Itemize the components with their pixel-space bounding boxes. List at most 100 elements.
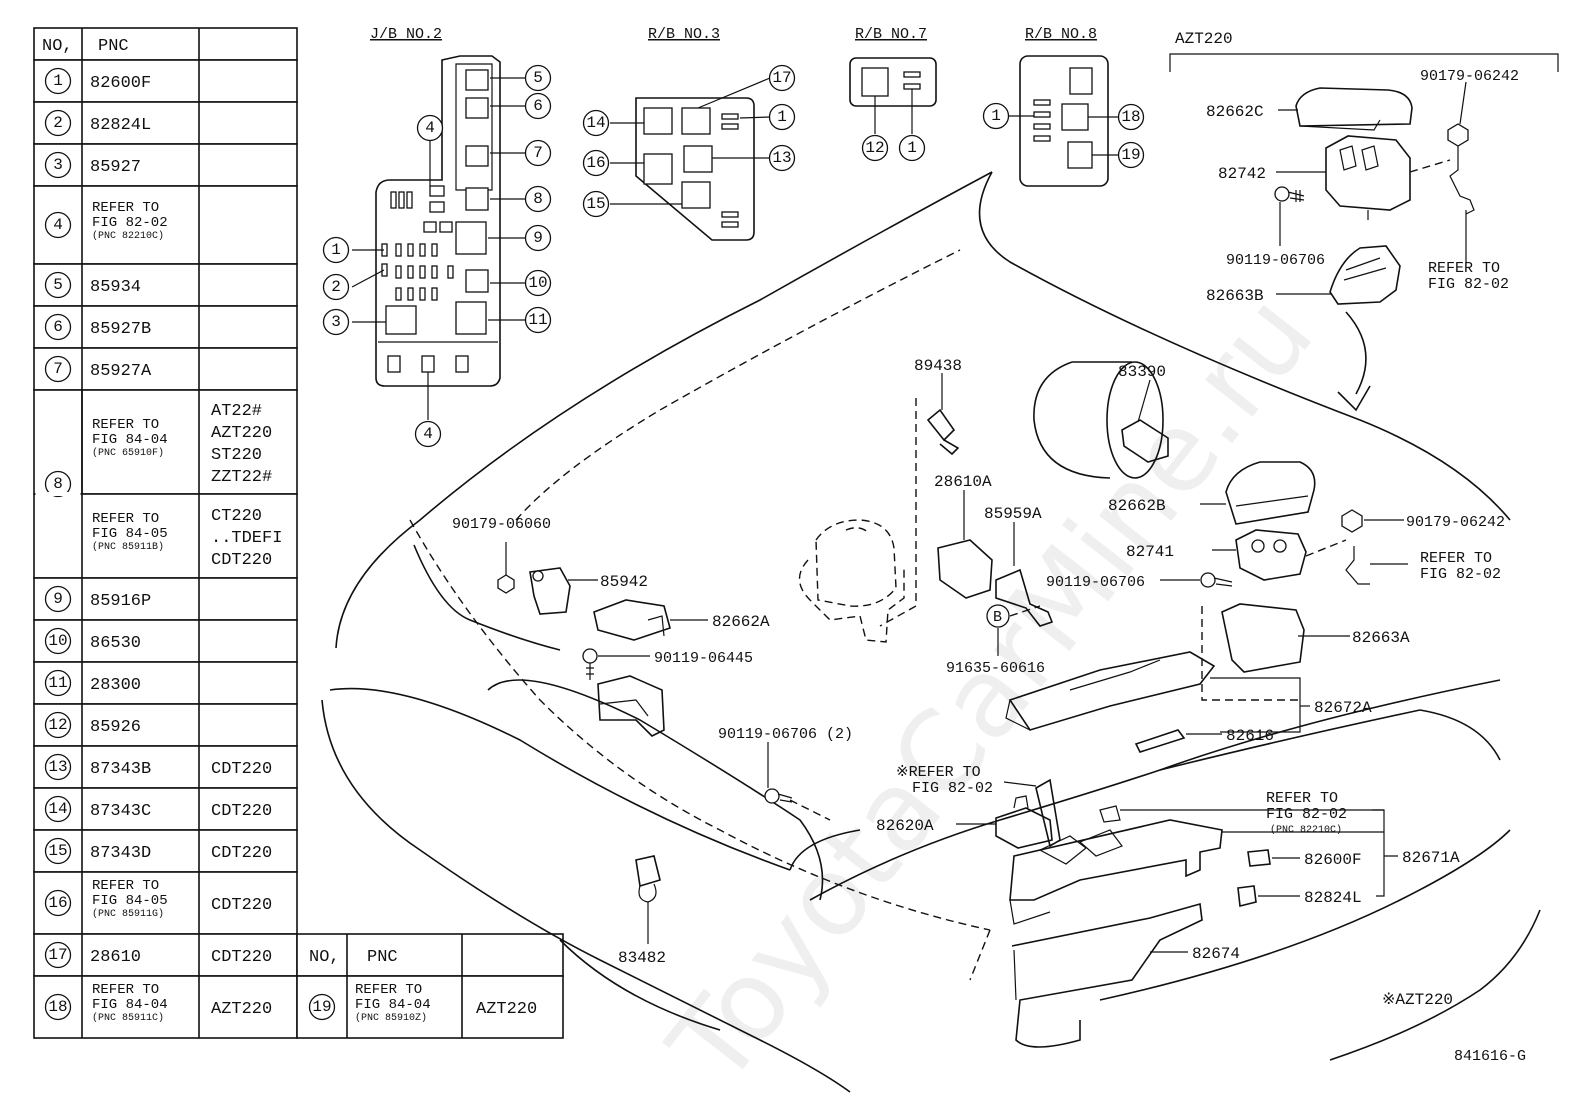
label-90119-06706-2: 90119-06706 (2) [718,726,853,743]
callout-number: 1 [991,107,1001,125]
callout-number: 13 [772,149,791,167]
jb2-fuse-7 [465,145,489,167]
callout-circle [768,64,796,92]
pnc-refer-line: REFER TO [92,417,159,433]
callout-number: 3 [331,313,341,331]
jb-no2-block: J/B NO.2 [322,26,552,448]
model-cell: CDT220 [211,896,272,915]
label-89438: 89438 [914,357,962,375]
part-nut-90179-06060 [497,574,515,594]
callout-circle [524,92,552,120]
side-table-header [296,933,564,977]
callout-circle [898,134,926,162]
row-number-circle [44,355,72,383]
label-refer-c2: FIG 82-02 [912,780,993,797]
callout-number: 12 [865,139,884,157]
model-cell: AZT220 [476,1000,537,1019]
row-number-circle [44,211,72,239]
model-cell: AZT220 [211,424,272,443]
label-83390: 83390 [1118,363,1166,381]
label-82600F: 82600F [1304,851,1362,869]
row-number: 10 [48,632,67,650]
jb2-relay-11 [455,301,487,335]
row-number: 6 [53,318,63,336]
callout-number: 1 [331,241,341,259]
label-82741: 82741 [1126,543,1174,561]
pnc-fig-line: FIG 82-02 [92,215,168,231]
part-bolt-90119-06445 [582,648,598,680]
label-82671A: 82671A [1402,849,1460,867]
callout-circle [322,236,350,264]
model-cell: AT22# [211,402,262,421]
label-refer-d1: REFER TO [1266,790,1338,807]
pnc-note-line: (PNC 85911C) [92,1012,164,1024]
label-90119-06445: 90119-06445 [654,650,753,667]
pnc-cell: 85927B [90,320,151,339]
pnc-cell: 87343D [90,844,151,863]
pnc-note-line: (PNC 65910F) [92,447,164,459]
vehicle-body-outline [321,171,1541,1093]
row-number: 15 [48,842,67,860]
table-row: 85926 [33,703,298,747]
part-82662A-cover [593,599,671,641]
pnc-fig-line: FIG 84-05 [92,526,168,542]
table-row: 85927 [33,143,298,187]
model-cell: CDT220 [211,802,272,821]
jb2-relay-3 [385,305,417,335]
label-82742: 82742 [1218,165,1266,183]
callout-number: 1 [907,139,917,157]
model-cell: CDT220 [211,760,272,779]
table-header-0: NO, [42,37,73,56]
row-number-circle [44,67,72,95]
pnc-cell: 28610 [90,948,141,967]
label-82674: 82674 [1192,945,1240,963]
part-bolt-90119-06706-2 [764,788,793,804]
pnc-refer-line: REFER TO [92,511,159,527]
row-number-circle [44,470,72,498]
arrow-head [1337,385,1371,412]
callout-number: 2 [331,278,341,296]
row-number: 13 [48,758,67,776]
model-cell: CDT220 [211,948,272,967]
label-azt-note: ※AZT220 [1382,991,1453,1009]
row-number-circle [44,271,72,299]
label-90179-06242-a: 90179-06242 [1420,68,1519,85]
part-labels: 82662C 90179-06242 82742 90119-06706 826… [452,68,1526,1065]
callout-circle [322,308,350,336]
jb2-relay-9 [455,221,487,255]
label-82824L: 82824L [1304,889,1362,907]
row-number: 4 [53,216,63,234]
arrow-curve [1345,311,1367,395]
part-82616-clip [1134,729,1186,753]
part-bolt-90119-b [1200,572,1233,588]
callout-circle [416,114,444,142]
row-number-circle [44,837,72,865]
jb-no2-outline [375,55,501,387]
callout-circle [524,185,552,213]
jb2-fuse-small-b [439,221,453,233]
row-number: 3 [53,156,63,174]
pnc-refer-line: REFER TO [92,200,159,216]
part-82600F-fuse [1247,849,1271,867]
pnc-refer-line: REFER TO [92,982,159,998]
callout-circle [524,269,552,297]
jb2-connector-a [387,355,401,373]
part-89438-sensor [926,408,960,456]
callout-number: 1 [777,108,787,126]
callout-circle [524,64,552,92]
pnc-cell: 85927 [90,158,141,177]
part-82824L-fuse [1237,885,1257,907]
callout-circle [768,103,796,131]
callout-circle [1117,141,1145,169]
azt220-bracket [1169,53,1559,72]
label-82663B: 82663B [1206,287,1264,305]
jb2-fuse-6 [465,97,489,119]
row-number-circle [44,889,72,917]
